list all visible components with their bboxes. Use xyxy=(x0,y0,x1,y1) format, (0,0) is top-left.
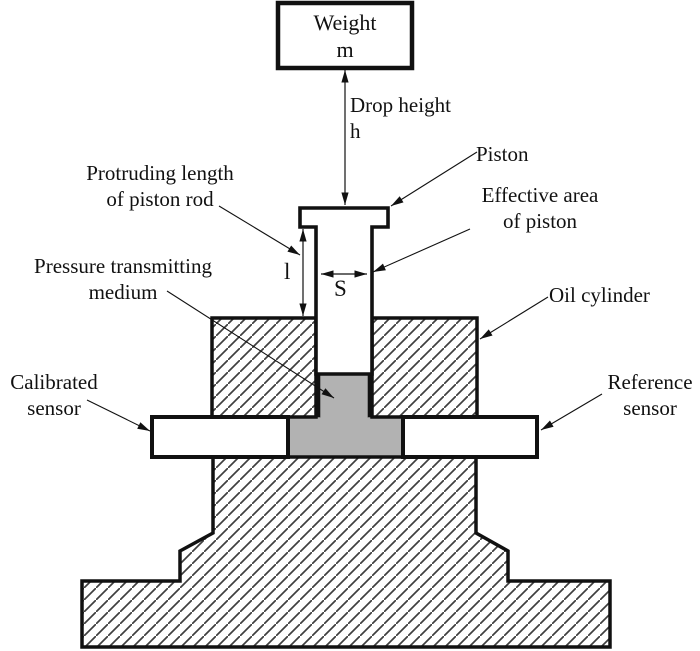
drop-height-label: Drop height h xyxy=(350,93,451,143)
pressure-medium-label: Pressure transmitting medium xyxy=(34,254,212,304)
base-block-shape xyxy=(80,455,612,649)
reference-sensor-leader xyxy=(540,393,603,431)
oil-cylinder-right-shape xyxy=(370,316,479,419)
calibrated-sensor-shape xyxy=(150,415,290,459)
pressure-medium-leader xyxy=(166,290,335,399)
effective-area-leader xyxy=(372,228,471,273)
reference-sensor-shape xyxy=(401,415,539,459)
reference-sensor-label: Reference sensor xyxy=(607,370,693,420)
protruding-length-leader xyxy=(218,205,301,256)
oil-cylinder-leader xyxy=(479,296,549,340)
calibrated-sensor-leader xyxy=(86,399,151,432)
oil-cylinder-label: Oil cylinder xyxy=(549,283,650,307)
piston-label: Piston xyxy=(476,142,529,166)
weight-box xyxy=(275,0,415,71)
weight-label: Weight m xyxy=(313,9,377,62)
dim-s-label: S xyxy=(334,276,347,301)
calibrated-sensor-label: Calibrated sensor xyxy=(10,370,98,420)
effective-area-label: Effective area of piston xyxy=(481,183,599,233)
piston-shape xyxy=(298,206,390,376)
protruding-length-label: Protruding length of piston rod xyxy=(86,161,234,211)
dim-l-label: l xyxy=(284,259,291,284)
piston-leader xyxy=(390,151,478,207)
oil-cylinder-left-shape xyxy=(210,316,318,419)
